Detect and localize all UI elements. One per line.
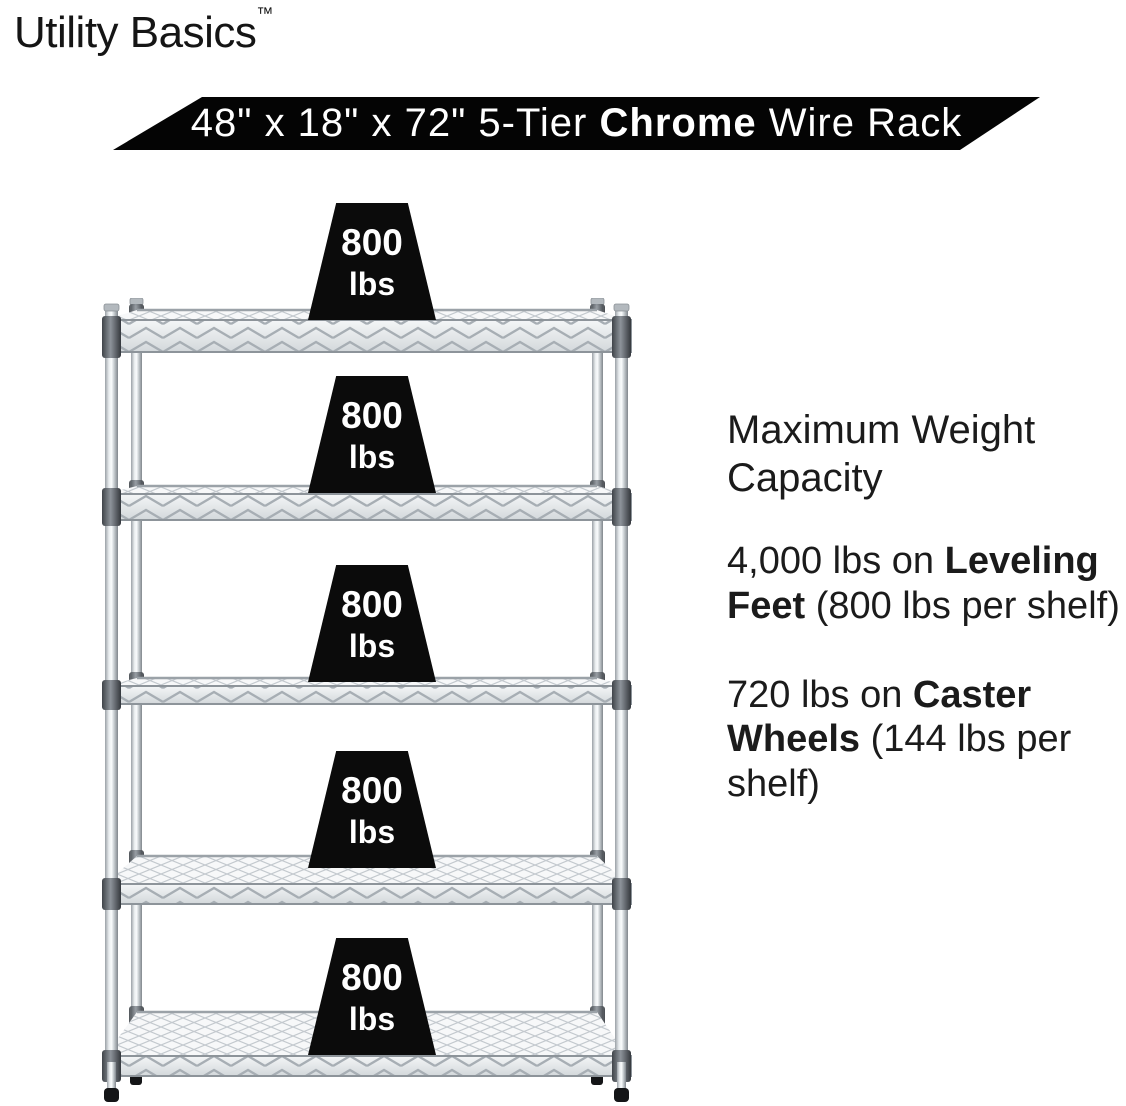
badge-value: 800 [341, 221, 403, 263]
spec-highlight: Caster Wheels [727, 673, 1032, 761]
badge-unit: lbs [348, 265, 396, 302]
spec-highlight: Leveling Feet [727, 540, 1099, 627]
spec-text: (144 lbs per shelf) [727, 718, 1072, 806]
shelf-weight-badge: 800 lbs [308, 203, 436, 320]
rack-front-posts [102, 303, 631, 1102]
spec-text: 720 lbs on [727, 673, 913, 716]
brand-logo: Utility Basics™ [14, 4, 273, 58]
rack-leveling-feet [104, 1062, 629, 1102]
trademark-symbol: ™ [256, 4, 274, 23]
badge-value: 800 [341, 583, 403, 625]
badge-unit: lbs [348, 1000, 396, 1037]
spec-text: 4,000 lbs on [727, 540, 945, 582]
shelf-weight-badge: 800 lbs [308, 751, 436, 868]
caster-wheels-spec: 720 lbs on Caster Wheels (144 lbs per sh… [727, 673, 1126, 807]
badge-value: 800 [341, 956, 403, 998]
badge-unit: lbs [348, 627, 396, 664]
badge-unit: lbs [348, 438, 396, 475]
rack-shelf [102, 484, 632, 521]
badge-value: 800 [341, 769, 403, 811]
badge-unit: lbs [348, 813, 396, 850]
weight-capacity-panel: Maximum Weight Capacity 4,000 lbs on Lev… [727, 406, 1126, 851]
spec-text: (800 lbs per shelf) [805, 584, 1120, 627]
leveling-feet-spec: 4,000 lbs on Leveling Feet (800 lbs per … [727, 539, 1126, 629]
shelf-weight-badge: 800 lbs [308, 938, 436, 1055]
rack-shelf [102, 676, 632, 705]
brand-name: Utility Basics [14, 8, 257, 57]
banner-text-highlight: Chrome [599, 101, 757, 145]
banner-text-prefix: 48" x 18" x 72" 5-Tier [190, 101, 600, 145]
title-banner: 48" x 18" x 72" 5-Tier Chrome Wire Rack [113, 97, 1040, 150]
rack-shelf [102, 854, 632, 905]
banner-text-suffix: Wire Rack [756, 101, 963, 145]
panel-heading: Maximum Weight Capacity [727, 408, 1036, 500]
badge-value: 800 [341, 394, 403, 436]
